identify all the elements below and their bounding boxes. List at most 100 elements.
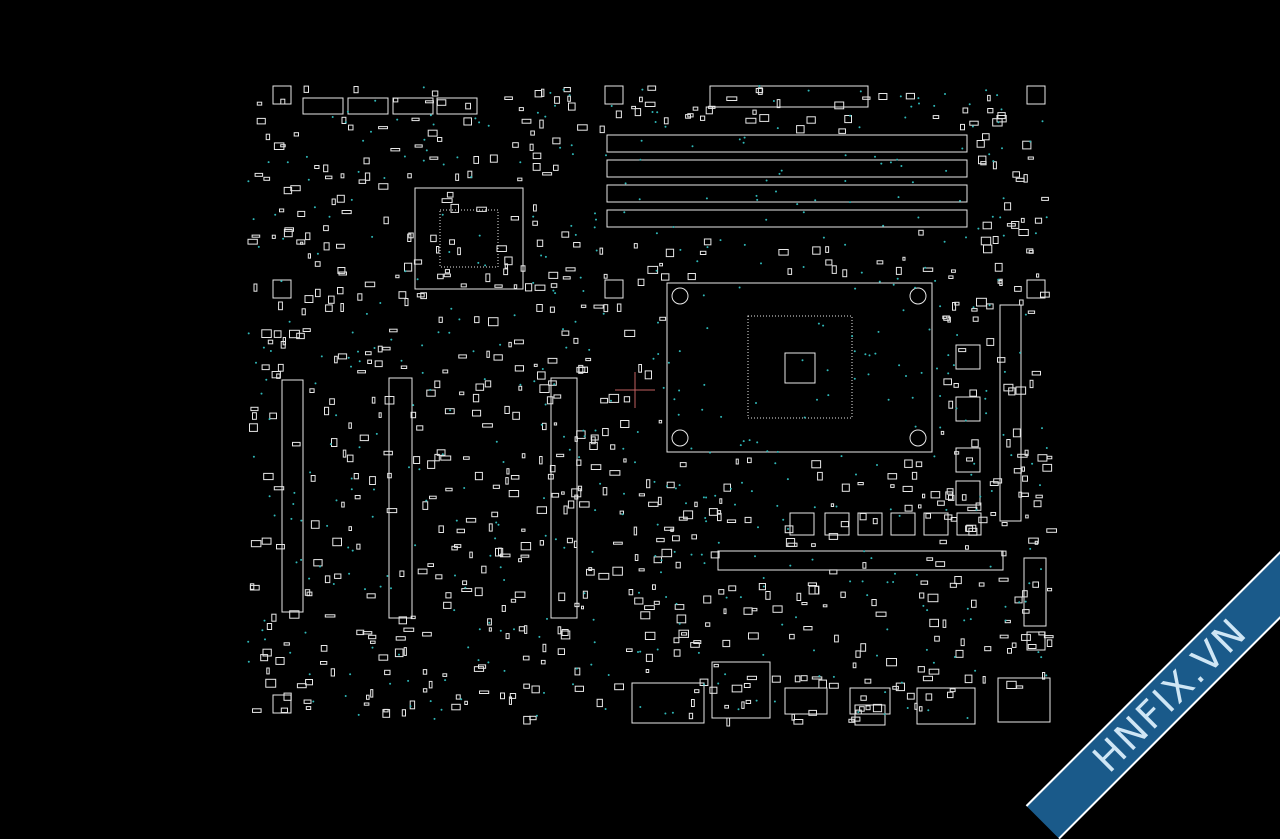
component-footprint xyxy=(918,504,922,509)
component-footprint xyxy=(1016,685,1024,689)
component-footprint xyxy=(1001,522,1008,527)
component-footprint xyxy=(640,611,651,620)
test-point xyxy=(985,389,988,392)
test-point xyxy=(478,234,481,237)
test-point xyxy=(756,441,759,444)
test-point xyxy=(347,546,350,549)
component-footprint xyxy=(409,700,416,710)
test-point xyxy=(295,561,298,564)
test-point xyxy=(574,320,577,323)
test-point xyxy=(974,669,977,672)
component-footprint xyxy=(1021,492,1029,498)
component-footprint xyxy=(382,346,391,351)
component-footprint xyxy=(673,637,680,644)
component-footprint xyxy=(561,629,569,636)
component-footprint xyxy=(694,501,698,508)
component-footprint xyxy=(639,96,643,103)
component-footprint xyxy=(976,140,985,148)
test-point xyxy=(874,155,876,158)
test-point xyxy=(705,520,708,523)
component-footprint xyxy=(855,709,862,715)
component-footprint xyxy=(475,383,485,391)
component-footprint xyxy=(563,87,571,93)
component-footprint xyxy=(719,498,723,504)
test-point xyxy=(758,85,761,87)
test-point xyxy=(760,262,762,265)
component-footprint xyxy=(567,500,575,509)
test-point xyxy=(571,153,574,156)
test-point xyxy=(554,292,557,295)
component-footprint xyxy=(455,694,461,700)
test-point xyxy=(1002,197,1005,200)
component-footprint xyxy=(354,495,361,500)
test-point xyxy=(920,371,923,374)
test-point xyxy=(671,711,674,714)
component-footprint xyxy=(517,177,523,182)
pcb-board-view[interactable] xyxy=(0,0,1280,779)
test-point xyxy=(664,125,667,128)
component-footprint xyxy=(1027,156,1034,160)
component-footprint xyxy=(1041,196,1049,201)
test-point xyxy=(1045,216,1048,219)
component-footprint xyxy=(521,118,532,124)
component-footprint xyxy=(398,616,408,625)
component-footprint xyxy=(663,117,669,125)
test-point xyxy=(701,408,704,411)
component-footprint xyxy=(324,614,336,618)
component-footprint xyxy=(508,490,520,498)
test-point xyxy=(314,382,317,385)
component-footprint xyxy=(1046,455,1053,460)
component-footprint xyxy=(1006,223,1016,227)
component-footprint xyxy=(384,396,395,405)
test-point xyxy=(309,471,312,474)
test-point xyxy=(499,343,502,346)
component-footprint xyxy=(404,298,409,307)
test-point xyxy=(478,121,481,124)
component-footprint xyxy=(389,328,398,333)
test-point xyxy=(774,462,777,465)
component-footprint xyxy=(1033,500,1042,508)
component-footprint xyxy=(566,537,573,544)
test-point xyxy=(775,190,777,193)
test-point xyxy=(565,346,568,349)
component-footprint xyxy=(534,90,543,98)
test-point xyxy=(252,218,255,221)
test-point xyxy=(743,243,746,246)
component-footprint xyxy=(539,540,545,546)
component-footprint xyxy=(1038,631,1046,636)
test-point xyxy=(876,654,878,657)
test-point xyxy=(943,240,946,243)
component-footprint xyxy=(378,183,389,190)
component-footprint xyxy=(964,674,973,684)
component-footprint xyxy=(337,287,344,295)
component-footprint xyxy=(887,473,898,480)
test-point xyxy=(773,700,776,703)
component-footprint xyxy=(687,273,696,281)
component-footprint xyxy=(840,521,849,528)
component-footprint xyxy=(484,380,492,388)
component-footprint xyxy=(279,208,285,213)
test-point xyxy=(450,307,453,310)
test-point xyxy=(1004,619,1007,622)
component-footprint xyxy=(851,716,861,722)
component-footprint xyxy=(407,233,412,243)
test-point xyxy=(638,591,640,594)
component-footprint xyxy=(834,634,839,643)
test-point xyxy=(371,235,374,238)
test-point xyxy=(549,91,552,94)
test-point xyxy=(894,572,896,575)
component-footprint xyxy=(537,371,546,380)
test-point xyxy=(594,212,596,215)
test-point xyxy=(932,661,935,664)
test-point xyxy=(906,707,909,709)
test-point xyxy=(639,706,642,708)
test-point xyxy=(247,660,250,663)
component-footprint xyxy=(580,304,587,308)
component-footprint xyxy=(463,456,470,460)
test-point xyxy=(927,709,930,712)
component-footprint xyxy=(825,259,833,266)
component-footprint xyxy=(518,558,522,563)
test-point xyxy=(1002,433,1005,436)
test-point xyxy=(375,432,378,435)
component-footprint xyxy=(576,430,586,439)
